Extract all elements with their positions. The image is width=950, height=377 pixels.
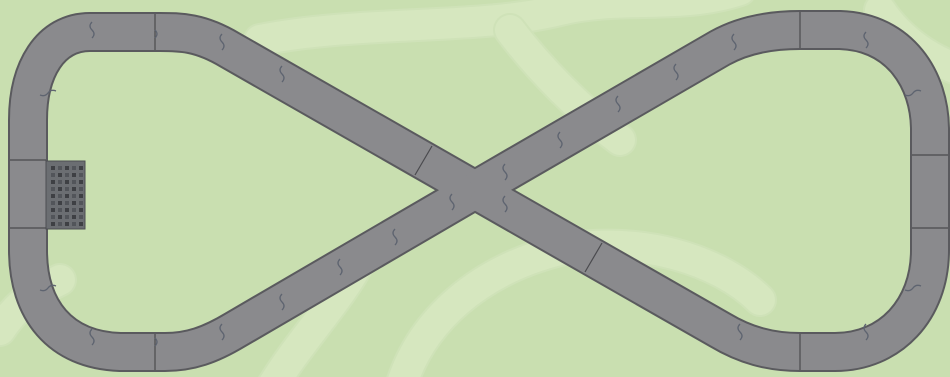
start-grid-dot (72, 201, 76, 205)
start-grid-dot (79, 166, 83, 170)
start-grid-dot (65, 215, 69, 219)
start-grid-dot (72, 194, 76, 198)
start-grid-dot (51, 215, 55, 219)
start-grid-dot (65, 180, 69, 184)
start-grid-dot (79, 180, 83, 184)
start-grid-dot (65, 222, 69, 226)
start-grid-dot (65, 187, 69, 191)
start-grid-dot (58, 166, 62, 170)
start-grid-dot (58, 201, 62, 205)
start-grid-dot (58, 215, 62, 219)
start-grid-dot (58, 194, 62, 198)
start-grid-dot (72, 222, 76, 226)
start-grid-dot (51, 166, 55, 170)
start-grid-dot (58, 173, 62, 177)
start-grid-dot (58, 208, 62, 212)
start-grid-dot (72, 215, 76, 219)
start-grid-dot (51, 173, 55, 177)
start-grid-dot (79, 208, 83, 212)
start-grid-dot (79, 222, 83, 226)
start-grid-dot (51, 201, 55, 205)
start-grid-dot (72, 166, 76, 170)
start-grid-dot (72, 173, 76, 177)
start-grid-dot (65, 201, 69, 205)
start-grid-dot (51, 222, 55, 226)
start-grid (46, 161, 85, 229)
start-grid-dot (51, 208, 55, 212)
start-grid-dot (79, 201, 83, 205)
start-grid-dot (51, 187, 55, 191)
start-grid-dot (58, 180, 62, 184)
start-grid-dot (79, 215, 83, 219)
start-grid-dot (72, 187, 76, 191)
start-grid-dot (51, 194, 55, 198)
start-grid-dot (58, 187, 62, 191)
start-grid-dot (79, 187, 83, 191)
start-grid-dot (65, 173, 69, 177)
start-grid-dot (51, 180, 55, 184)
start-grid-dot (72, 180, 76, 184)
start-grid-dot (79, 194, 83, 198)
start-grid-dot (65, 194, 69, 198)
start-grid-dot (58, 222, 62, 226)
start-grid-dot (65, 208, 69, 212)
start-grid-dot (65, 166, 69, 170)
start-grid-dot (72, 208, 76, 212)
start-grid-dot (79, 173, 83, 177)
